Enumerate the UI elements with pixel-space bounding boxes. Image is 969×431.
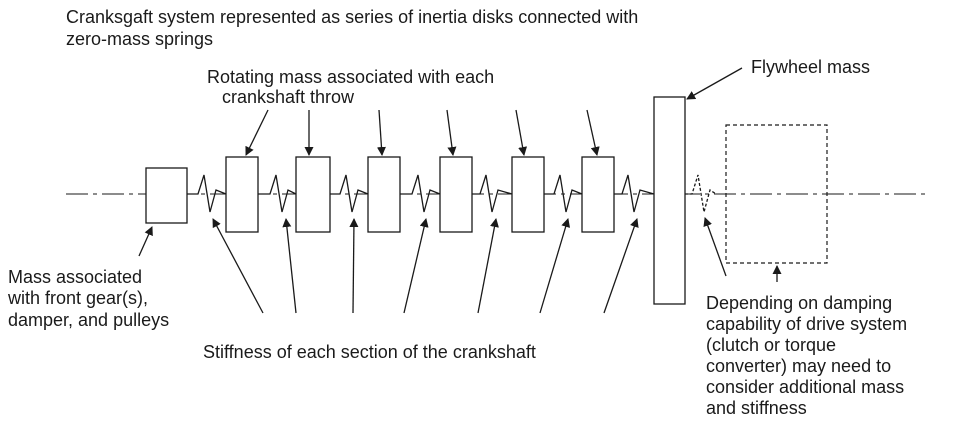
spring-1 [187, 174, 227, 213]
throw-mass-5 [511, 156, 545, 233]
spring-5 [472, 174, 513, 213]
throw-mass-1 [225, 156, 259, 233]
flywheel-mass [653, 96, 686, 305]
arrow-spring-4 [403, 218, 429, 314]
damping-label-line-2: capability of drive system [706, 314, 907, 334]
arrow-optional-spring [703, 217, 727, 277]
arrow-throw-5 [515, 109, 528, 156]
arrow-spring-5 [477, 218, 499, 314]
arrow-throw-1 [245, 109, 269, 156]
damping-label-line-1: Depending on damping [706, 293, 892, 313]
arrow-front-gear [138, 226, 153, 257]
title-line-1: Cranksgaft system represented as series … [66, 7, 638, 27]
spring-optional [685, 174, 717, 213]
damping-label-line-5: consider additional mass [706, 377, 904, 397]
front-label-line-1: Mass associated [8, 267, 142, 287]
arrow-spring-7 [603, 218, 639, 314]
throw-mass-2 [295, 156, 331, 233]
front-label-line-3: damper, and pulleys [8, 310, 169, 330]
damping-label-line-6: and stiffness [706, 398, 807, 418]
arrow-spring-2 [282, 218, 297, 314]
damping-label-line-3: (clutch or torque [706, 335, 836, 355]
arrow-throw-6 [586, 109, 600, 156]
throw-mass-6 [581, 156, 615, 233]
spring-6 [544, 174, 583, 213]
front-label-line-2: with front gear(s), [7, 288, 148, 308]
front-gear-mass [145, 167, 188, 224]
flywheel-label: Flywheel mass [751, 57, 870, 77]
title-line-2: zero-mass springs [66, 29, 213, 49]
spring-3 [330, 174, 369, 213]
arrow-spring-6 [539, 218, 571, 314]
stiffness-label: Stiffness of each section of the cranksh… [203, 342, 536, 362]
arrow-throw-4 [446, 109, 457, 156]
rotating-label-line-2: crankshaft throw [222, 87, 355, 107]
additional-mass [725, 124, 828, 264]
spring-7 [614, 174, 655, 213]
arrow-spring-1 [212, 218, 264, 314]
arrow-spring-3 [349, 218, 359, 314]
arrow-flywheel [686, 67, 743, 100]
rotating-label-line-1: Rotating mass associated with each [207, 67, 494, 87]
throw-mass-4 [439, 156, 473, 233]
throw-mass-3 [367, 156, 401, 233]
spring-2 [258, 174, 297, 213]
spring-4 [400, 174, 441, 213]
damping-label-line-4: converter) may need to [706, 356, 891, 376]
arrow-throw-3 [376, 109, 386, 156]
